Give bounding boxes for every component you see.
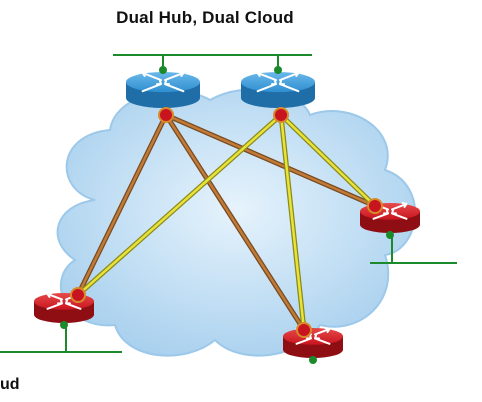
spoke-right-router-icon [360,198,420,239]
tunnel-link-hub-2-to-spoke-right [279,113,377,208]
tunnel-link-hub-1-to-spoke-bottom [163,113,307,332]
tunnel-link-hub-2-to-spoke-bottom [278,114,307,331]
tunnel-link-hub-1-to-spoke-left [75,113,169,297]
hub-2-tunnel-interface [273,107,289,123]
hub-2-router-icon [241,66,315,123]
hub-2-lan-interface [274,66,282,74]
spoke-left-lan-interface [60,321,68,329]
tunnel-link-hub-2-to-spoke-left [76,113,283,297]
hub-1-lan-interface [159,66,167,74]
spoke-left-router-icon [34,287,94,329]
corner-caption: ud [0,376,20,393]
diagram-title: Dual Hub, Dual Cloud [116,8,294,27]
spoke-right-lan-interface [386,231,394,239]
routers [34,66,420,364]
spoke-bottom-router-icon [283,322,343,364]
tunnel-link-hub-1-to-spoke-right [165,112,376,209]
hub-1-router-icon [126,66,200,123]
spoke-right-tunnel-interface [367,198,383,214]
spoke-bottom-lan-interface [309,356,317,364]
tunnel-links [75,112,377,332]
spoke-bottom-tunnel-interface [296,322,312,338]
spoke-left-tunnel-interface [70,287,86,303]
hub-1-tunnel-interface [158,107,174,123]
